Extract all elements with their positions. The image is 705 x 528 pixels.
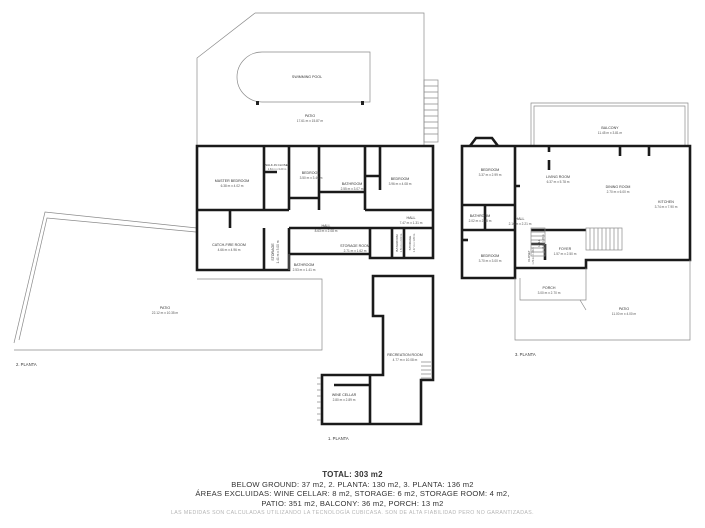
size-wine-cellar: 2.80 m x 2.89 m xyxy=(333,398,356,402)
label-closet: CLOSET xyxy=(527,250,531,261)
label-bedroom-c: BEDROOM xyxy=(481,168,500,172)
size-balcony: 11.45 m x 3.81 m xyxy=(598,131,623,135)
label-storage-b: STORAGE xyxy=(408,236,412,251)
label-patio-left: PATIO xyxy=(160,306,170,310)
size-storage-b: 1.37 m x 1.80 m xyxy=(412,234,416,253)
size-master-bedroom: 6.38 m x 4.02 m xyxy=(221,184,244,188)
floor-label-second: 2. PLANTA xyxy=(16,362,37,367)
summary-line-3: PATIO: 351 m2, BALCONY: 36 m2, PORCH: 13… xyxy=(261,498,444,508)
label-swimming-pool: SWIMMING POOL xyxy=(292,75,322,79)
size-hall-c: 2.16 m x 2.21 m xyxy=(509,222,532,226)
area-summary: TOTAL: 303 m2 BELOW GROUND: 37 m2, 2. PL… xyxy=(0,470,705,508)
label-living-room: LIVING ROOM xyxy=(546,175,570,179)
stairs-patio xyxy=(423,79,439,143)
size-bedroom-b: 3.96 m x 4.08 m xyxy=(389,182,412,186)
second-floor-plan xyxy=(13,12,439,351)
label-bathroom-c: BATHROOM xyxy=(395,234,399,252)
size-hall-a: 8.63 m x 2.08 m xyxy=(315,229,338,233)
label-bedroom-d: BEDROOM xyxy=(481,254,500,258)
size-patio-left: 22.12 m x 10.35 m xyxy=(152,311,179,315)
swimming-pool-shape xyxy=(236,51,371,103)
size-closet: 1.70 m x 1.40 m xyxy=(532,247,535,264)
first-floor-plan xyxy=(317,274,435,426)
size-bedroom-d: 3.70 m x 3.00 m xyxy=(479,259,502,263)
label-storage-a: STORAGE xyxy=(271,243,275,261)
label-hall-d: HALL xyxy=(537,239,541,246)
size-bathroom-a: 2.55 m x 3.07 m xyxy=(341,187,364,191)
label-balcony: BALCONY xyxy=(601,126,619,130)
label-bathroom-b: BATHROOM xyxy=(294,263,315,267)
size-foyer: 1.57 m x 2.50 m xyxy=(554,252,577,256)
size-storage-a: 1.41 m x 3.00 m xyxy=(276,240,280,263)
size-kitchen: 3.74 m x 7.90 m xyxy=(655,205,678,209)
first-floor-walls xyxy=(320,274,435,426)
size-patio-right: 11.00 m x 4.00 m xyxy=(612,312,637,316)
size-bathroom-c: 1.51 m x 2.03 m xyxy=(399,234,403,253)
floor-label-third: 3. PLANTA xyxy=(515,352,536,357)
size-recreation-room: 4.77 m x 10.08 m xyxy=(393,358,418,362)
patio-left-outline xyxy=(13,211,323,351)
size-hall-d: 1.15 m x 1.90 m xyxy=(542,234,545,251)
label-kitchen: KITCHEN xyxy=(658,200,674,204)
label-dining-room: DINING ROOM xyxy=(606,185,631,189)
label-wine-cellar: WINE CELLAR xyxy=(332,393,357,397)
patio-top-outline xyxy=(196,12,425,147)
room-labels: SWIMMING POOL PATIO 17.61 m x 15.87 m MA… xyxy=(152,75,678,402)
label-storage-room: STORAGE ROOM xyxy=(340,244,370,248)
size-patio-top: 17.61 m x 15.87 m xyxy=(297,119,324,123)
summary-line-2: ÁREAS EXCLUIDAS: WINE CELLAR: 8 m2, STOR… xyxy=(195,489,510,499)
size-porch: 3.00 m x 2.70 m xyxy=(538,291,561,295)
label-porch: PORCH xyxy=(543,286,556,290)
label-walkin-closet: WALK-IN CLOSET xyxy=(264,163,289,167)
label-patio-top: PATIO xyxy=(305,114,315,118)
size-bedroom-c: 3.37 m x 2.99 m xyxy=(479,173,502,177)
label-entertainment-room: CATCH-FIRE ROOM xyxy=(212,243,246,247)
balcony-outline xyxy=(530,102,689,146)
size-bathroom-b: 2.53 m x 1.41 m xyxy=(293,268,316,272)
third-floor-plan xyxy=(460,102,692,341)
label-recreation-room: RECREATION ROOM xyxy=(387,353,422,357)
label-hall-c: HALL xyxy=(516,217,525,221)
size-entertainment-room: 4.66 m x 4.96 m xyxy=(218,248,241,252)
size-storage-room: 2.71 m x 1.62 m xyxy=(344,249,367,253)
label-patio-right: PATIO xyxy=(619,307,629,311)
size-living-room: 6.37 m x 5.78 m xyxy=(547,180,570,184)
label-bedroom-a: BEDROOM xyxy=(302,171,321,175)
floor-label-first: 1. PLANTA xyxy=(328,436,349,441)
label-foyer: FOYER xyxy=(559,247,572,251)
label-master-bedroom: MASTER BEDROOM xyxy=(215,179,250,183)
stairs-third xyxy=(530,227,623,257)
size-walkin-closet: 1.64 m x 3.20 m xyxy=(268,167,287,171)
label-bedroom-b: BEDROOM xyxy=(391,177,410,181)
total-area: TOTAL: 303 m2 xyxy=(322,470,383,479)
label-bathroom-d: BATHROOM xyxy=(470,214,491,218)
summary-line-1: BELOW GROUND: 37 m2, 2. PLANTA: 130 m2, … xyxy=(231,479,474,489)
size-bathroom-d: 2.02 m x 2.48 m xyxy=(469,219,492,223)
size-bedroom-a: 3.50 m x 3.40 m xyxy=(300,176,323,180)
size-hall-b: 7.47 m x 1.31 m xyxy=(400,221,423,225)
porch-patio-outline xyxy=(514,260,691,341)
label-bathroom-a: BATHROOM xyxy=(342,182,363,186)
label-hall-a: HALL xyxy=(322,224,331,228)
label-hall-b: HALL xyxy=(407,216,416,220)
disclaimer: LAS MEDIDAS SON CALCULADAS UTILIZANDO LA… xyxy=(171,510,534,516)
second-floor-walls xyxy=(195,144,435,272)
size-dining-room: 2.70 m x 6.00 m xyxy=(607,190,630,194)
